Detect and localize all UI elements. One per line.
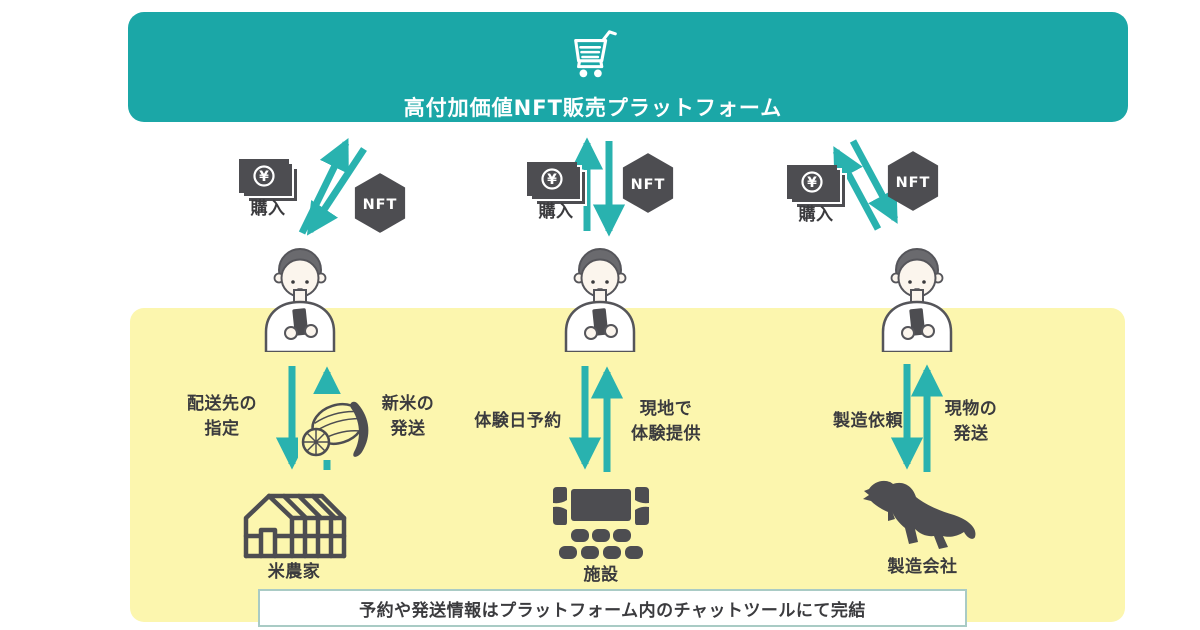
nft-token-icon: NFT xyxy=(354,173,406,233)
provider-label: 製造会社 xyxy=(887,557,958,577)
exchange-arrows-col2 xyxy=(570,137,626,237)
money-icon: ¥ xyxy=(787,165,847,209)
nft-token-icon: NFT xyxy=(887,151,939,211)
down-arrow xyxy=(306,147,367,236)
yen-symbol: ¥ xyxy=(807,175,817,191)
nft-label: NFT xyxy=(363,197,398,213)
money-icon: ¥ xyxy=(239,159,299,203)
platform-banner: 高付加価値NFT販売プラットフォーム xyxy=(128,12,1128,122)
request-label: 製造依頼 xyxy=(833,411,903,431)
exchange-arrows-col1 xyxy=(298,137,367,236)
platform-title: 高付加価値NFT販売プラットフォーム xyxy=(403,96,783,120)
fulfillment-arrows-col3 xyxy=(890,364,944,472)
request-label: 配送先の 指定 xyxy=(187,394,257,439)
theater-icon xyxy=(553,487,649,559)
buyer-with-phone-icon xyxy=(564,248,636,352)
down-arrow xyxy=(849,139,899,224)
buyer-with-phone-icon xyxy=(881,248,953,352)
rice-bale-icon xyxy=(298,394,370,460)
buyer-with-phone-icon xyxy=(264,248,336,352)
deliver-label: 現地で 体験提供 xyxy=(631,399,701,444)
footer-note-text: 予約や発送情報はプラットフォーム内のチャットツールにて完結 xyxy=(359,600,866,621)
dinosaur-icon xyxy=(863,480,976,549)
purchase-label: 購入 xyxy=(250,199,286,219)
yen-symbol: ¥ xyxy=(259,169,269,185)
provider-label: 施設 xyxy=(583,565,619,585)
yen-symbol: ¥ xyxy=(547,172,557,188)
shopping-cart-icon xyxy=(574,30,617,78)
nft-label: NFT xyxy=(896,175,931,191)
request-label: 体験日予約 xyxy=(474,411,562,431)
fulfillment-arrows-col2 xyxy=(568,366,624,472)
deliver-label: 新米の 発送 xyxy=(381,394,435,439)
money-icon: ¥ xyxy=(527,162,587,206)
provider-label: 米農家 xyxy=(267,562,321,582)
nft-label: NFT xyxy=(631,177,666,193)
exchange-arrows-col3 xyxy=(832,139,899,231)
purchase-label: 購入 xyxy=(798,205,834,225)
greenhouse-icon xyxy=(243,493,347,559)
footer-note: 予約や発送情報はプラットフォーム内のチャットツールにて完結 xyxy=(258,589,967,627)
purchase-label: 購入 xyxy=(538,202,574,222)
deliver-label: 現物の 発送 xyxy=(944,399,998,444)
nft-token-icon: NFT xyxy=(622,153,674,213)
